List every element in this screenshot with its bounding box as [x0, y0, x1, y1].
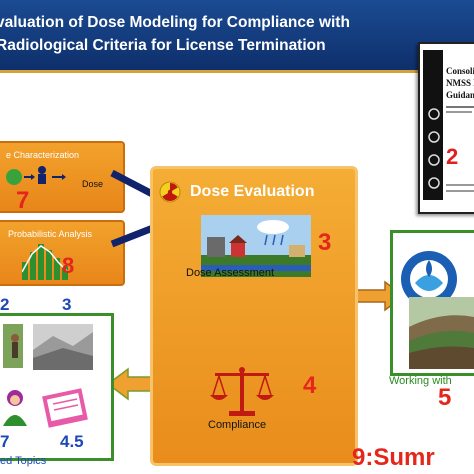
- characterization-flow-icon: [6, 166, 66, 185]
- site-dose-label: Dose: [82, 179, 104, 189]
- probabilistic-analysis-title: Probabilistic Analysis: [8, 229, 93, 239]
- title-line-2: Radiological Criteria for License Termin…: [0, 37, 326, 54]
- probability-chart-icon: [22, 244, 69, 280]
- related-topics-label: ed Topics: [0, 455, 47, 467]
- title-line-1: valuation of Dose Modeling for Complianc…: [0, 14, 350, 31]
- people-clipart-icon: [3, 390, 27, 426]
- agency-logo-icon: [401, 251, 457, 307]
- scales-of-justice-icon: [210, 367, 274, 416]
- guidance-document-image: Consoli NMSS D Guidan 2: [418, 42, 474, 214]
- related-topics-frame: [0, 313, 114, 461]
- working-with-label: Working with: [389, 375, 452, 387]
- document-title-2: NMSS D: [446, 78, 474, 88]
- dose-assessment-number: 3: [318, 229, 332, 256]
- calendar-clipart-icon: [42, 388, 88, 428]
- document-symbols-icon: [428, 108, 440, 189]
- compliance-label: Compliance: [208, 419, 267, 431]
- probabilistic-analysis-box: Probabilistic Analysis 8: [0, 220, 125, 286]
- dose-evaluation-title: Dose Evaluation: [190, 183, 315, 200]
- dose-assessment-illustration: [201, 215, 311, 277]
- radiation-icon: [159, 181, 181, 203]
- dose-evaluation-panel: Dose Evaluation 3 Dose Assessment: [150, 166, 358, 466]
- document-number: 2: [446, 144, 459, 169]
- working-with-frame: [390, 230, 474, 376]
- dose-assessment-label: Dose Assessment: [186, 267, 275, 279]
- related-topic-number-3: 3: [62, 295, 72, 314]
- document-title-3: Guidan: [446, 90, 474, 100]
- site-photo-image: [33, 324, 93, 370]
- summary-label: 9:Sumr: [352, 444, 435, 471]
- site-characterization-title: e Characterization: [6, 150, 80, 160]
- site-characterization-number: 7: [16, 187, 30, 214]
- field-photo-image: [3, 324, 23, 368]
- related-topic-number-2: 2: [0, 295, 10, 314]
- geology-photo-image: [409, 297, 474, 369]
- document-title-1: Consoli: [446, 66, 474, 76]
- probabilistic-analysis-number: 8: [62, 253, 75, 278]
- site-characterization-box: e Characterization Dose 7: [0, 141, 125, 214]
- compliance-number: 4: [303, 372, 317, 399]
- related-topic-number-7: 7: [0, 432, 10, 451]
- working-with-number: 5: [438, 384, 452, 411]
- title-banner: valuation of Dose Modeling for Complianc…: [0, 0, 474, 73]
- related-topic-number-4-5: 4.5: [60, 432, 84, 451]
